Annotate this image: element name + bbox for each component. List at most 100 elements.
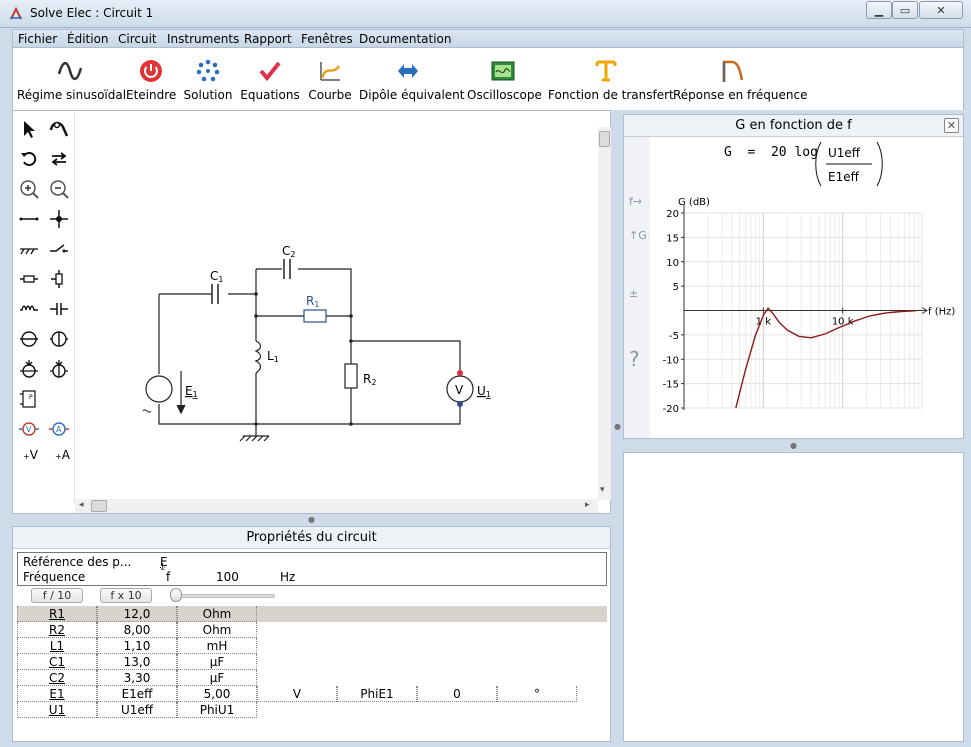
current-source-arrow-icon[interactable] bbox=[48, 358, 70, 380]
ground-icon[interactable] bbox=[18, 238, 40, 260]
capacitor-c1[interactable] bbox=[211, 284, 219, 304]
voltage-source-e1[interactable] bbox=[145, 375, 173, 403]
vertical-scroll-thumb[interactable] bbox=[599, 131, 610, 147]
switch-icon[interactable] bbox=[48, 238, 70, 260]
resistor-r1[interactable] bbox=[303, 309, 327, 323]
horizontal-scrollbar[interactable] bbox=[75, 499, 598, 513]
wire-tool-icon[interactable] bbox=[48, 118, 70, 140]
axis-g-toggle[interactable]: ↑G bbox=[629, 229, 647, 242]
table-row[interactable]: R1 12,0 Ohm bbox=[17, 606, 607, 622]
voltage-source-icon[interactable] bbox=[18, 328, 40, 350]
toolbar-fonction-transfert-button[interactable]: Fonction de transfert bbox=[548, 48, 674, 108]
ammeter-icon[interactable]: A bbox=[48, 418, 70, 440]
current-probe-tool[interactable]: +A bbox=[55, 448, 70, 462]
label-c2: C2 bbox=[282, 244, 295, 259]
y-tick-label: -15 bbox=[663, 380, 679, 391]
splitter-handle[interactable]: ● bbox=[308, 515, 315, 524]
toolbar-solution-button[interactable]: Solution bbox=[183, 48, 233, 108]
table-row[interactable]: U1 U1eff PhiU1 bbox=[17, 702, 607, 718]
dipole-box-icon[interactable]: P bbox=[18, 388, 40, 410]
splitter-handle[interactable]: ● bbox=[790, 441, 797, 450]
y-tick-label: -10 bbox=[663, 355, 679, 366]
menu-instruments[interactable]: Instruments bbox=[167, 32, 240, 46]
table-row[interactable]: C1 13,0 µF bbox=[17, 654, 607, 670]
frequency-value[interactable]: 100 bbox=[216, 570, 239, 584]
scale-toggle-icon[interactable]: ± bbox=[629, 287, 639, 300]
frequency-slider-thumb[interactable] bbox=[170, 588, 182, 602]
scroll-down-arrow-icon[interactable]: ▾ bbox=[600, 485, 605, 495]
voltage-probe-tool[interactable]: +V bbox=[23, 448, 38, 462]
menu-edition[interactable]: Édition bbox=[67, 32, 109, 46]
svg-text:V: V bbox=[26, 425, 32, 434]
resistor-r2[interactable] bbox=[344, 363, 358, 389]
window-title: Solve Elec : Circuit 1 bbox=[30, 6, 154, 20]
splitter-handle[interactable]: ● bbox=[614, 422, 621, 431]
scroll-left-arrow-icon[interactable]: ◂ bbox=[79, 500, 84, 510]
menu-fenetres[interactable]: Fenêtres bbox=[301, 32, 353, 46]
close-panel-button[interactable]: ✕ bbox=[944, 118, 959, 133]
toolbar-reponse-frequence-button[interactable]: Réponse en fréquence bbox=[673, 48, 807, 108]
x-axis-arrow bbox=[921, 307, 928, 314]
properties-title: Propriétés du circuit bbox=[13, 527, 610, 549]
help-icon[interactable]: ? bbox=[629, 347, 640, 371]
toolbar-eteindre-button[interactable]: Eteindre bbox=[126, 48, 176, 108]
zoom-in-icon[interactable] bbox=[18, 178, 40, 200]
menu-documentation[interactable]: Documentation bbox=[359, 32, 452, 46]
toolbar-oscilloscope-button[interactable]: Oscilloscope bbox=[467, 48, 542, 108]
node-icon[interactable] bbox=[48, 208, 70, 230]
minimize-button[interactable]: ▁ bbox=[866, 1, 892, 19]
svg-text:A: A bbox=[56, 425, 62, 434]
toolbar-dipole-equivalent-button[interactable]: Dipôle équivalent bbox=[359, 48, 465, 108]
frequency-label: Fréquence bbox=[23, 570, 86, 584]
table-row[interactable]: E1 E1eff 5,00 V PhiE1 0 ° bbox=[17, 686, 607, 702]
wire bbox=[158, 404, 461, 425]
freq-divide-button[interactable]: f / 10 bbox=[31, 588, 83, 603]
toolbar-equations-button[interactable]: Equations bbox=[240, 48, 300, 108]
table-row[interactable]: L1 1,10 mH bbox=[17, 638, 607, 654]
capacitor-icon[interactable] bbox=[48, 298, 70, 320]
properties-panel: Propriétés du circuit Référence des p...… bbox=[12, 526, 611, 742]
voltmeter-icon[interactable]: V bbox=[18, 418, 40, 440]
label-c1: C1 bbox=[210, 269, 223, 284]
swap-icon[interactable] bbox=[48, 148, 70, 170]
select-arrow-icon[interactable] bbox=[18, 118, 40, 140]
ground-symbol bbox=[239, 435, 270, 442]
vertical-scrollbar[interactable] bbox=[598, 127, 611, 500]
toolbar-regime-sinusoidal-button[interactable]: Régime sinusoïdal bbox=[17, 48, 126, 108]
menu-fichier[interactable]: Fichier bbox=[18, 32, 58, 46]
menu-circuit[interactable]: Circuit bbox=[118, 32, 157, 46]
current-source-icon[interactable] bbox=[48, 328, 70, 350]
menu-rapport[interactable]: Rapport bbox=[244, 32, 292, 46]
resistor-vertical-icon[interactable] bbox=[48, 268, 70, 290]
maximize-button[interactable]: ▭ bbox=[892, 1, 918, 19]
wire-segment-icon[interactable] bbox=[18, 208, 40, 230]
menu-bar: Fichier Édition Circuit Instruments Rapp… bbox=[12, 29, 964, 48]
formula-numerator: U1eff bbox=[828, 146, 861, 160]
circuit-editor-pane: P V A +V +A bbox=[12, 110, 611, 514]
y-tick-label: 10 bbox=[666, 258, 679, 269]
frequency-symbol: f bbox=[166, 570, 171, 584]
axis-f-toggle[interactable]: f→ bbox=[629, 195, 643, 208]
zoom-out-icon[interactable] bbox=[48, 178, 70, 200]
x-tick-label: 1 k bbox=[756, 317, 772, 328]
table-row[interactable]: C2 3,30 µF bbox=[17, 670, 607, 686]
capacitor-c2[interactable] bbox=[283, 259, 291, 279]
frequency-slider-track[interactable] bbox=[175, 594, 275, 598]
formula-denominator: E1eff bbox=[828, 170, 860, 184]
close-button[interactable]: ✕ bbox=[919, 1, 963, 19]
voltage-source-arrow-icon[interactable] bbox=[18, 358, 40, 380]
inductor-icon[interactable] bbox=[18, 298, 40, 320]
oscilloscope-icon bbox=[491, 61, 515, 81]
wire bbox=[256, 268, 352, 316]
scroll-right-arrow-icon[interactable]: ▸ bbox=[585, 500, 590, 510]
gain-curve bbox=[735, 306, 917, 409]
toolbar-courbe-button[interactable]: Courbe bbox=[306, 48, 354, 108]
freq-multiply-button[interactable]: f x 10 bbox=[100, 588, 152, 603]
horizontal-scroll-thumb[interactable] bbox=[91, 500, 107, 512]
table-row[interactable]: R2 8,00 Ohm bbox=[17, 622, 607, 638]
rotate-icon[interactable] bbox=[18, 148, 40, 170]
resistor-icon[interactable] bbox=[18, 268, 40, 290]
inductor-l1[interactable] bbox=[254, 340, 262, 374]
